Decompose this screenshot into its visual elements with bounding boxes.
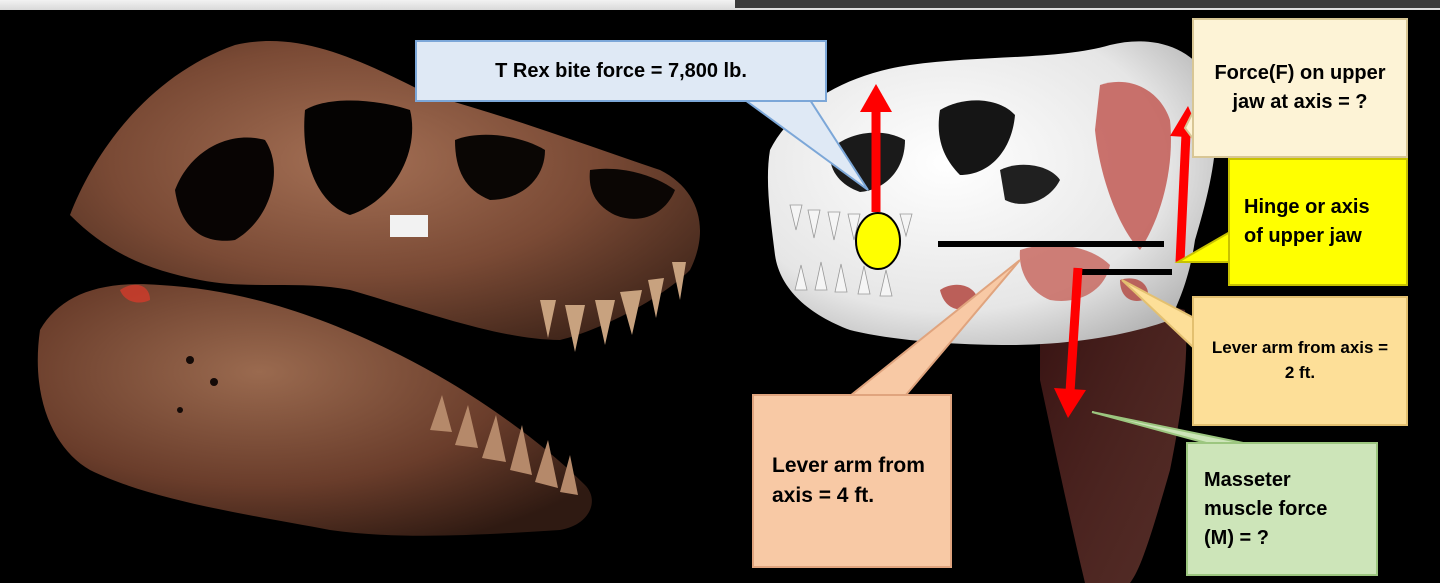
lever-arm-short-label: Lever arm from axis = 2 ft. xyxy=(1206,336,1394,385)
bite-point-marker xyxy=(856,213,900,269)
masseter-callout: Masseter muscle force (M) = ? xyxy=(1186,442,1378,576)
lever-arm-short-callout: Lever arm from axis = 2 ft. xyxy=(1192,296,1408,426)
fossil-skull-photo xyxy=(38,41,700,536)
upper-jaw-force-callout: Force(F) on upper jaw at axis = ? xyxy=(1192,18,1408,158)
bite-force-callout: T Rex bite force = 7,800 lb. xyxy=(415,40,827,102)
upper-jaw-force-label: Force(F) on upper jaw at axis = ? xyxy=(1208,59,1392,117)
lever-arm-long-callout: Lever arm from axis = 4 ft. xyxy=(752,394,952,568)
lever-arm-long-label: Lever arm from axis = 4 ft. xyxy=(772,451,932,512)
hinge-callout: Hinge or axis of upper jaw xyxy=(1228,158,1408,286)
bite-force-label: T Rex bite force = 7,800 lb. xyxy=(495,57,747,86)
masseter-label: Masseter muscle force (M) = ? xyxy=(1204,466,1360,553)
hinge-label: Hinge or axis of upper jaw xyxy=(1244,193,1392,251)
